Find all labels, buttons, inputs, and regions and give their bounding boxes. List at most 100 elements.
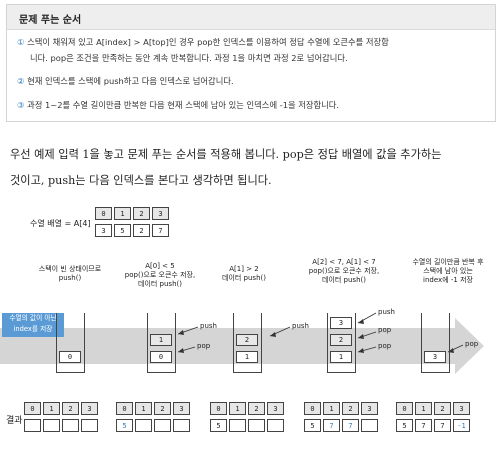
step-label-1: 스택이 빈 상태이므로 push()	[30, 265, 110, 283]
arrowhead-push-3	[270, 332, 276, 337]
result-value-cell	[173, 419, 190, 432]
result-index-cell: 0	[116, 402, 133, 415]
note-line-2: index를 저장	[13, 325, 53, 333]
result-value-cell: 7	[323, 419, 340, 432]
result-index-cell: 1	[229, 402, 246, 415]
stack-cell: 3	[330, 317, 352, 329]
note-line-1: 수열의 값이 아닌	[9, 314, 57, 322]
step-3-text: 과정 1~2를 수열 길이만큼 반복한 다음 현재 스택에 남아 있는 인덱스에…	[27, 100, 340, 110]
step-1-line-1: ① 스택이 채워져 있고 A[index] > A[top]인 경우 pop한 …	[17, 35, 389, 49]
array-index-cell: 2	[133, 207, 150, 220]
step-label-2-line-1: A[0] < 5	[145, 262, 175, 270]
step-3-number: ③	[17, 100, 25, 110]
result-value-cell: -1	[453, 419, 470, 432]
result-index-cell: 3	[81, 402, 98, 415]
result-index-cell: 0	[304, 402, 321, 415]
pop-label-5: pop	[465, 340, 479, 348]
array-value-cell: 7	[152, 224, 169, 237]
note-text: 수열의 값이 아닌 index를 저장	[2, 313, 64, 337]
step-1-line-2: 니다. pop은 조건을 만족하는 동안 계속 반복합니다. 과정 1을 마치면…	[30, 53, 348, 63]
step-1-number: ①	[17, 37, 25, 47]
step-label-1-line-2: push()	[58, 274, 82, 282]
result-index-cell: 2	[248, 402, 265, 415]
stack-cell: 0	[59, 351, 81, 363]
arrowhead-pop-2	[178, 348, 184, 353]
array-value-cell: 3	[95, 224, 112, 237]
step-label-2: A[0] < 5 pop()으로 오큰수 저장, 데이터 push()	[118, 262, 202, 289]
pop-label-2: pop	[197, 342, 211, 350]
result-label: 결과	[6, 416, 23, 426]
arrowhead-pop-4a	[358, 334, 364, 339]
step-label-4-line-2: pop()으로 오큰수 저장,	[308, 267, 380, 275]
stack-column-3: 2 1	[233, 313, 262, 373]
push-label-4: push	[378, 308, 395, 316]
result-value-cell	[24, 419, 41, 432]
stack-column-4: 3 2 1	[327, 313, 356, 373]
step-label-3-line-1: A[1] > 2	[229, 265, 259, 273]
result-value-cell	[361, 419, 378, 432]
array-value-cell: 2	[133, 224, 150, 237]
stack-column-1: 0	[56, 313, 85, 373]
array-label: 수열 배열 = A[4]	[30, 219, 91, 228]
arrowhead-push-4	[358, 319, 364, 324]
array-index-cell: 0	[95, 207, 112, 220]
result-value-cell	[81, 419, 98, 432]
result-index-cell: 1	[323, 402, 340, 415]
result-value-cell: 5	[396, 419, 413, 432]
arrowhead-pop-4b	[358, 348, 364, 353]
step-label-1-line-1: 스택이 빈 상태이므로	[38, 265, 102, 273]
stack-column-5: 3	[421, 313, 450, 373]
step-label-2-line-2: pop()으로 오큰수 저장,	[124, 271, 196, 279]
steps-box-header: 문제 푸는 순서	[7, 5, 495, 30]
stack-cell: 1	[330, 351, 352, 363]
timeline-arrow	[0, 318, 484, 374]
result-value-cell	[135, 419, 152, 432]
array-index-cell: 3	[152, 207, 169, 220]
step-label-2-line-3: 데이터 push()	[138, 280, 182, 288]
result-value-cell	[229, 419, 246, 432]
result-value-cell	[43, 419, 60, 432]
stack-cell: 1	[150, 334, 172, 346]
steps-title: 문제 푸는 순서	[19, 15, 82, 26]
result-index-cell: 0	[210, 402, 227, 415]
paragraph-line-2: 것이고, push는 다음 인덱스를 본다고 생각하면 됩니다.	[10, 174, 272, 187]
result-index-cell: 1	[135, 402, 152, 415]
paragraph-line-1: 우선 예제 입력 1을 놓고 문제 푸는 순서를 적용해 봅니다. pop은 정…	[10, 148, 442, 161]
step-3: ③ 과정 1~2를 수열 길이만큼 반복한 다음 현재 스택에 남아 있는 인덱…	[17, 98, 339, 112]
step-label-3-line-2: 데이터 push()	[222, 274, 266, 282]
result-index-cell: 2	[62, 402, 79, 415]
step-2-number: ②	[17, 76, 25, 86]
push-label-3: push	[292, 322, 309, 330]
step-label-5-line-1: 수열의 길이만큼 반복 후	[412, 258, 484, 266]
step-label-5: 수열의 길이만큼 반복 후 스택에 남아 있는 index에 -1 저장	[398, 258, 498, 285]
steps-box: 문제 푸는 순서 ① 스택이 채워져 있고 A[index] > A[top]인…	[6, 4, 496, 122]
stack-cell: 1	[236, 351, 258, 363]
step-2-text: 현재 인덱스를 스택에 push하고 다음 인덱스로 넘어갑니다.	[27, 76, 234, 86]
result-value-cell: 7	[415, 419, 432, 432]
result-value-cell: 5	[116, 419, 133, 432]
result-value-cell	[154, 419, 171, 432]
pop-label-4b: pop	[378, 342, 392, 350]
result-index-cell: 3	[173, 402, 190, 415]
result-index-cell: 1	[43, 402, 60, 415]
result-index-cell: 2	[342, 402, 359, 415]
push-label-2: push	[200, 322, 217, 330]
result-index-cell: 1	[415, 402, 432, 415]
stack-cell: 3	[424, 351, 446, 363]
arrowhead-push-2	[178, 330, 184, 335]
stack-cell: 0	[150, 351, 172, 363]
result-value-cell	[248, 419, 265, 432]
step-2: ② 현재 인덱스를 스택에 push하고 다음 인덱스로 넘어갑니다.	[17, 74, 234, 88]
stack-cell: 2	[330, 334, 352, 346]
array-value-cell: 5	[114, 224, 131, 237]
result-index-cell: 3	[361, 402, 378, 415]
result-value-cell: 5	[304, 419, 321, 432]
step-label-5-line-3: index에 -1 저장	[423, 276, 473, 284]
array-index-cell: 1	[114, 207, 131, 220]
step-label-5-line-2: 스택에 남아 있는	[423, 267, 473, 275]
step-label-4-line-1: A[2] < 7, A[1] < 7	[312, 258, 376, 266]
result-index-cell: 2	[154, 402, 171, 415]
step-label-4-line-3: 데이터 push()	[322, 276, 366, 284]
result-value-cell: 7	[434, 419, 451, 432]
